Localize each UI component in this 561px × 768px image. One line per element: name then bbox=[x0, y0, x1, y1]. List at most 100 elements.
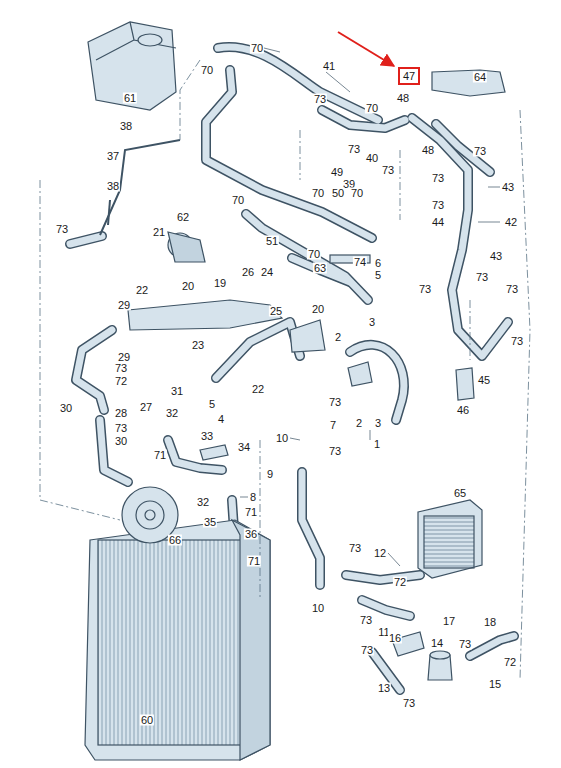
callout-number: 73 bbox=[313, 94, 327, 105]
callout-number: 70 bbox=[250, 43, 264, 54]
callout-number: 73 bbox=[431, 173, 445, 184]
callout-number: 73 bbox=[359, 615, 373, 626]
callout-number: 6 bbox=[374, 258, 382, 269]
callout-number: 30 bbox=[114, 436, 128, 447]
callout-number: 73 bbox=[458, 639, 472, 650]
callout-number: 20 bbox=[311, 304, 325, 315]
callout-number: 49 bbox=[330, 167, 344, 178]
callout-number: 61 bbox=[123, 93, 137, 104]
callout-number: 73 bbox=[347, 144, 361, 155]
callout-number: 71 bbox=[153, 450, 167, 461]
callout-number: 48 bbox=[421, 145, 435, 156]
callout-number: 31 bbox=[170, 386, 184, 397]
callout-number: 73 bbox=[505, 284, 519, 295]
callout-number: 73 bbox=[475, 272, 489, 283]
callout-number: 21 bbox=[152, 227, 166, 238]
callout-number: 34 bbox=[237, 442, 251, 453]
callout-number: 19 bbox=[213, 278, 227, 289]
callout-number: 23 bbox=[191, 340, 205, 351]
callout-number: 73 bbox=[114, 363, 128, 374]
callout-number: 13 bbox=[377, 683, 391, 694]
callout-number: 63 bbox=[313, 263, 327, 274]
callout-number: 8 bbox=[249, 492, 257, 503]
callout-number: 5 bbox=[374, 270, 382, 281]
callout-number: 73 bbox=[381, 165, 395, 176]
callout-number: 47 bbox=[403, 70, 415, 82]
callout-number: 44 bbox=[431, 217, 445, 228]
callout-number: 73 bbox=[348, 543, 362, 554]
callout-number: 73 bbox=[418, 284, 432, 295]
callout-number: 14 bbox=[430, 638, 444, 649]
callout-number: 72 bbox=[393, 577, 407, 588]
callout-number: 18 bbox=[483, 617, 497, 628]
callout-number: 30 bbox=[59, 403, 73, 414]
callout-number: 35 bbox=[203, 517, 217, 528]
callout-number: 46 bbox=[456, 405, 470, 416]
callout-number: 73 bbox=[360, 645, 374, 656]
callout-number: 29 bbox=[117, 352, 131, 363]
callout-number: 60 bbox=[140, 715, 154, 726]
callout-number: 73 bbox=[114, 423, 128, 434]
callout-number: 41 bbox=[322, 61, 336, 72]
callout-number: 74 bbox=[353, 257, 367, 268]
callout-number: 32 bbox=[196, 497, 210, 508]
callout-number: 51 bbox=[265, 236, 279, 247]
callout-number: 70 bbox=[365, 103, 379, 114]
callout-number: 43 bbox=[501, 182, 515, 193]
callout-number: 12 bbox=[373, 548, 387, 559]
callout-number: 25 bbox=[269, 306, 283, 317]
callout-number: 62 bbox=[176, 212, 190, 223]
callout-number: 42 bbox=[504, 217, 518, 228]
callout-number: 29 bbox=[117, 300, 131, 311]
callout-number: 10 bbox=[275, 433, 289, 444]
callout-number: 65 bbox=[453, 488, 467, 499]
callout-number: 71 bbox=[247, 556, 261, 567]
callout-number: 43 bbox=[489, 251, 503, 262]
callout-number: 48 bbox=[396, 93, 410, 104]
callout-number: 66 bbox=[168, 535, 182, 546]
callout-number: 70 bbox=[200, 65, 214, 76]
callout-number: 50 bbox=[331, 188, 345, 199]
callout-number: 27 bbox=[139, 402, 153, 413]
callout-number: 24 bbox=[260, 267, 274, 278]
callout-number: 71 bbox=[244, 507, 258, 518]
callout-number: 4 bbox=[217, 414, 225, 425]
callout-number: 70 bbox=[307, 249, 321, 260]
callout-number: 40 bbox=[365, 153, 379, 164]
callout-number: 73 bbox=[402, 698, 416, 709]
callout-number: 36 bbox=[244, 529, 258, 540]
callout-number: 9 bbox=[266, 469, 274, 480]
callout-number: 73 bbox=[328, 446, 342, 457]
callout-number: 1 bbox=[373, 439, 381, 450]
callout-number: 22 bbox=[251, 384, 265, 395]
callout-number: 38 bbox=[119, 121, 133, 132]
callout-number: 70 bbox=[231, 195, 245, 206]
callout-number: 33 bbox=[200, 431, 214, 442]
callout-number: 73 bbox=[328, 397, 342, 408]
callout-number: 73 bbox=[431, 200, 445, 211]
callout-number: 5 bbox=[208, 399, 216, 410]
callout-number: 45 bbox=[477, 375, 491, 386]
callout-number: 22 bbox=[135, 285, 149, 296]
callout-number: 73 bbox=[473, 146, 487, 157]
callout-number: 16 bbox=[388, 633, 402, 644]
callout-number: 20 bbox=[181, 281, 195, 292]
callout-number: 72 bbox=[114, 376, 128, 387]
callout-number: 2 bbox=[334, 332, 342, 343]
callout-number: 17 bbox=[442, 616, 456, 627]
callout-number: 10 bbox=[311, 603, 325, 614]
callout-number: 70 bbox=[350, 188, 364, 199]
callout-number: 15 bbox=[488, 679, 502, 690]
callout-number: 73 bbox=[55, 224, 69, 235]
callout-number: 3 bbox=[368, 317, 376, 328]
callout-number: 28 bbox=[114, 408, 128, 419]
highlighted-callout-box: 47 bbox=[398, 67, 420, 85]
callout-number: 38 bbox=[106, 181, 120, 192]
callout-number: 64 bbox=[473, 72, 487, 83]
callout-number: 7 bbox=[329, 420, 337, 431]
callout-number: 26 bbox=[241, 267, 255, 278]
callout-number: 37 bbox=[106, 151, 120, 162]
callout-number: 3 bbox=[374, 418, 382, 429]
callout-number: 2 bbox=[355, 418, 363, 429]
